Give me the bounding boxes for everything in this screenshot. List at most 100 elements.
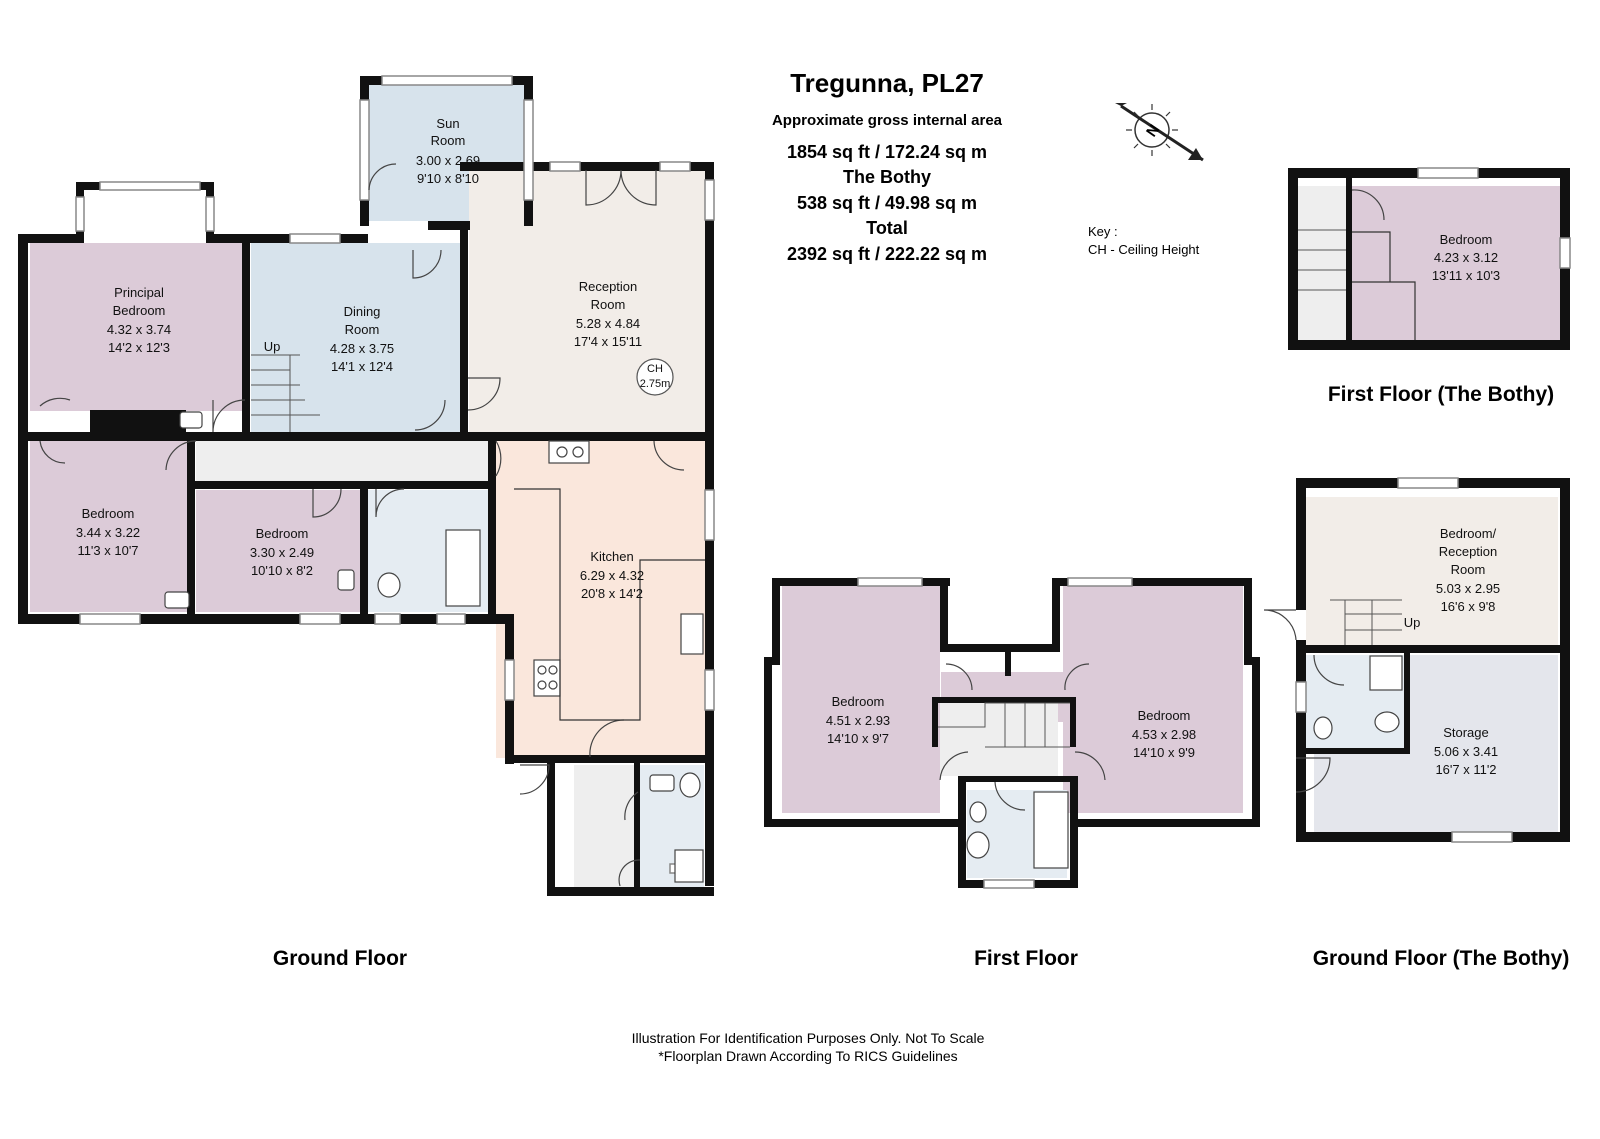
svg-text:3.00 x 2.69: 3.00 x 2.69 [416,153,480,168]
total-label: Total [866,218,908,238]
svg-text:Principal: Principal [114,285,164,300]
dining-room-area [251,243,460,432]
disclaimer-line-1: Illustration For Identification Purposes… [632,1030,985,1046]
svg-text:4.28 x 3.75: 4.28 x 3.75 [330,341,394,356]
svg-text:Reception: Reception [579,279,638,294]
svg-text:6.29 x 4.32: 6.29 x 4.32 [580,568,644,583]
svg-text:Bedroom: Bedroom [832,694,885,709]
svg-text:14'10 x 9'9: 14'10 x 9'9 [1133,745,1195,760]
bothy-label: The Bothy [843,167,931,187]
room-label-kitchen: Kitchen 6.29 x 4.32 20'8 x 14'2 [580,549,644,601]
svg-text:4.51 x 2.93: 4.51 x 2.93 [826,713,890,728]
svg-text:14'1 x 12'4: 14'1 x 12'4 [331,359,393,374]
bothy-ground-floor-title: Ground Floor (The Bothy) [1313,947,1570,970]
svg-text:Kitchen: Kitchen [590,549,633,564]
property-title: Tregunna, PL27 [790,68,984,98]
reception-room-area [469,170,705,432]
svg-text:Bedroom: Bedroom [1138,708,1191,723]
area-summary: Tregunna, PL27 Approximate gross interna… [772,68,1003,264]
room-label-ff-bedroom-1: Bedroom 4.51 x 2.93 14'10 x 9'7 [826,694,890,746]
legend-key: Key : CH - Ceiling Height [1088,224,1200,257]
first-floor-bath-fixture [1033,791,1069,869]
svg-text:13'11 x 10'3: 13'11 x 10'3 [1432,268,1500,283]
first-floor-doors [939,663,1106,811]
room-label-reception: Reception Room 5.28 x 4.84 17'4 x 15'11 [574,279,642,349]
svg-text:9'10 x 8'10: 9'10 x 8'10 [417,171,479,186]
svg-text:Storage: Storage [1443,725,1489,740]
stairs-up-label: Up [264,339,281,354]
sink-fixture [179,411,203,429]
compass-icon: N [1115,103,1204,162]
bedroom-2-area [30,440,187,612]
bothy-ground-fixtures [1313,655,1403,740]
bath-fixture [445,529,481,607]
svg-text:16'6 x 9'8: 16'6 x 9'8 [1441,599,1496,614]
cooker-fixture [533,659,561,697]
bothy-area: 538 sq ft / 49.98 sq m [797,193,977,213]
svg-text:Bedroom: Bedroom [82,506,135,521]
room-label-bedroom-3: Bedroom 3.30 x 2.49 10'10 x 8'2 [250,526,314,578]
svg-text:Room: Room [1451,562,1486,577]
svg-text:4.53 x 2.98: 4.53 x 2.98 [1132,727,1196,742]
svg-text:17'4 x 15'11: 17'4 x 15'11 [574,334,642,349]
kitchen-sink-fixture [680,613,704,655]
bothy-first-floor-title: First Floor (The Bothy) [1328,383,1554,406]
ground-floor-stairs [251,354,320,432]
disclaimer: Illustration For Identification Purposes… [632,1030,985,1064]
svg-text:4.23 x 3.12: 4.23 x 3.12 [1434,250,1498,265]
first-floor-stairs [938,702,1070,748]
kitchen-area [496,441,709,758]
svg-text:14'2 x 12'3: 14'2 x 12'3 [108,340,170,355]
ceiling-height-label: CH [647,363,663,375]
first-floor-bedroom-1-area [782,585,940,813]
key-title: Key : [1088,224,1118,239]
bothy-bedroom-area [1352,186,1560,348]
ground-floor-title: Ground Floor [273,947,407,970]
svg-text:Dining: Dining [344,304,381,319]
svg-text:20'8 x 14'2: 20'8 x 14'2 [581,586,643,601]
svg-text:Sun: Sun [436,116,459,131]
ground-floor-fixtures [164,411,705,883]
svg-text:16'7 x 11'2: 16'7 x 11'2 [1435,762,1496,777]
utility-area [574,765,634,896]
bedroom-3-area [196,490,360,612]
total-area: 2392 sq ft / 222.22 sq m [787,244,987,264]
key-item: CH - Ceiling Height [1088,242,1200,257]
svg-text:4.32 x 3.74: 4.32 x 3.74 [107,322,171,337]
svg-text:5.28 x 4.84: 5.28 x 4.84 [576,316,640,331]
svg-text:Bedroom: Bedroom [1440,232,1493,247]
ceiling-height-marker [636,358,674,396]
area-subtitle: Approximate gross internal area [772,112,1003,129]
svg-text:10'10 x 8'2: 10'10 x 8'2 [251,563,313,578]
svg-text:5.03 x 2.95: 5.03 x 2.95 [1436,581,1500,596]
first-floor-windows [857,577,1133,889]
bothy-shower-fixture [1369,655,1403,691]
room-label-dining: Dining Room 4.28 x 3.75 14'1 x 12'4 [330,304,394,374]
bothy-stairs-up-label: Up [1404,615,1421,630]
bothy-ground-floor-plan: Up Bedroom/ Reception Room 5.03 x 2.95 1… [1263,477,1570,970]
svg-text:Room: Room [591,297,626,312]
main-area: 1854 sq ft / 172.24 sq m [787,142,987,162]
hallway-area [196,441,488,481]
svg-text:3.44 x 3.22: 3.44 x 3.22 [76,525,140,540]
svg-text:Bedroom: Bedroom [256,526,309,541]
svg-text:3.30 x 2.49: 3.30 x 2.49 [250,545,314,560]
svg-text:Room: Room [431,133,466,148]
first-floor-bedroom-2-area [1063,585,1243,813]
first-floor-fixtures [966,791,1069,869]
first-floor-title: First Floor [974,947,1078,970]
svg-text:14'10 x 9'7: 14'10 x 9'7 [827,731,889,746]
room-label-bothy-first-bedroom: Bedroom 4.23 x 3.12 13'11 x 10'3 [1432,232,1500,283]
principal-bedroom-area [30,243,242,411]
svg-text:Bedroom/: Bedroom/ [1440,526,1497,541]
svg-text:5.06 x 3.41: 5.06 x 3.41 [1434,744,1498,759]
room-label-bothy-storage: Storage 5.06 x 3.41 16'7 x 11'2 [1434,725,1498,777]
svg-text:11'3 x 10'7: 11'3 x 10'7 [77,543,138,558]
room-label-sun: Sun Room 3.00 x 2.69 9'10 x 8'10 [416,116,480,186]
room-label-bothy-bedroom-reception: Bedroom/ Reception Room 5.03 x 2.95 16'6… [1436,526,1500,614]
toilet-fixture [377,572,401,598]
bothy-first-floor-plan: Bedroom 4.23 x 3.12 13'11 x 10'3 First F… [1288,167,1571,406]
room-label-principal: Principal Bedroom 4.32 x 3.74 14'2 x 12'… [107,285,171,355]
ground-floor-doors [39,163,685,887]
